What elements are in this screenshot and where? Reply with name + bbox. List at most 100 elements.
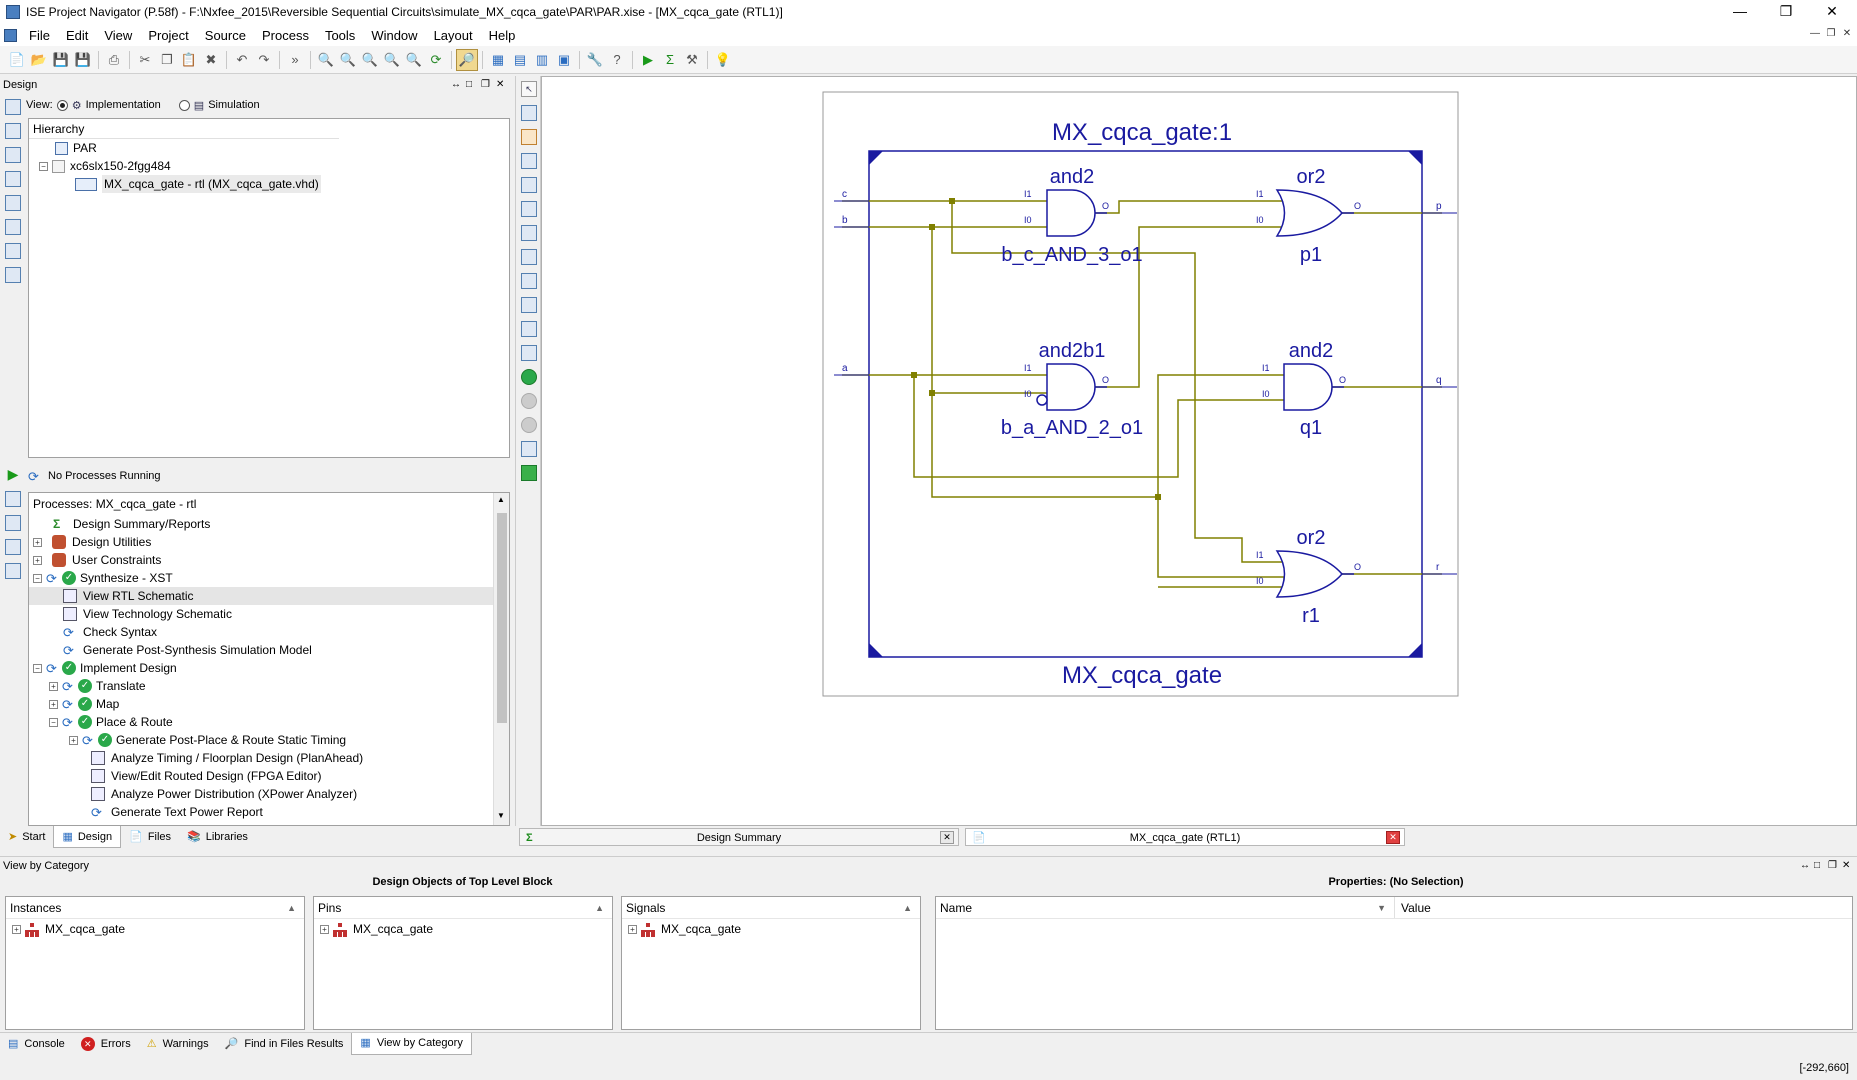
schematic-tool-icon[interactable]	[521, 297, 537, 313]
collapse-icon[interactable]: −	[33, 573, 42, 583]
tile-vertical-icon[interactable]: ▥	[535, 51, 549, 67]
minimize-button[interactable]: —	[1733, 3, 1747, 19]
tab-start[interactable]: ➤Start	[0, 826, 53, 848]
open-source-icon[interactable]	[5, 243, 21, 259]
refresh-icon[interactable]: ⟳	[430, 51, 442, 67]
expand-icon[interactable]: +	[69, 735, 78, 745]
zoom-area-icon[interactable]: 🔍	[383, 51, 401, 67]
export-green-icon[interactable]	[521, 465, 537, 481]
panel-maximize-icon[interactable]: □	[466, 79, 473, 90]
tab-design[interactable]: ▦Design	[53, 826, 122, 848]
properties-table[interactable]: Name▼ Value	[935, 896, 1853, 1030]
zoom-in-icon[interactable]: 🔍	[317, 51, 335, 67]
save-icon[interactable]: 💾	[52, 51, 70, 67]
panel-layout-icon[interactable]	[5, 267, 21, 283]
rerun-all-icon[interactable]	[5, 515, 21, 531]
process-xpower[interactable]: Analyze Power Distribution (XPower Analy…	[29, 785, 509, 803]
collapse-icon[interactable]: −	[33, 663, 42, 673]
run-icon[interactable]: ▶	[643, 51, 653, 67]
mdi-restore-icon[interactable]: ❐	[1826, 28, 1836, 39]
menu-view[interactable]: View	[104, 27, 133, 43]
menu-help[interactable]: Help	[488, 27, 516, 43]
process-implement-design[interactable]: − ⟳ ✓ Implement Design	[29, 659, 509, 677]
cascade-icon[interactable]: ▦	[491, 51, 505, 67]
expand-icon[interactable]: +	[33, 555, 42, 565]
implementation-label[interactable]: Implementation	[85, 99, 161, 111]
tab-warnings[interactable]: ⚠Warnings	[139, 1033, 217, 1055]
history-gray-icon[interactable]	[521, 417, 537, 433]
process-text-power-report[interactable]: ⟳ Generate Text Power Report	[29, 803, 509, 821]
process-design-utilities[interactable]: + Design Utilities	[29, 533, 509, 551]
expand-icon[interactable]: +	[12, 924, 21, 934]
list-item[interactable]: +MX_cqca_gate	[6, 919, 304, 939]
copy-icon[interactable]: ❐	[161, 51, 173, 67]
panel-restore-icon[interactable]: ❐	[481, 79, 490, 90]
paste-icon[interactable]: 📋	[180, 51, 198, 67]
tree-item-device[interactable]: − xc6slx150-2fgg484	[29, 157, 509, 175]
tab-files[interactable]: 📄Files	[121, 826, 179, 848]
scroll-down-icon[interactable]: ▼	[497, 811, 505, 820]
sigma-icon[interactable]: Σ	[665, 52, 675, 67]
simulation-label[interactable]: Simulation	[208, 99, 260, 111]
zoom-select-icon[interactable]: 🔍	[405, 51, 423, 67]
tab-close-icon[interactable]: ✕	[1386, 831, 1400, 844]
name-column-header[interactable]: Name▼	[936, 897, 1395, 918]
stop-icon[interactable]	[5, 539, 21, 555]
panel-float-icon[interactable]: ↔	[451, 79, 461, 90]
schematic-canvas[interactable]: MX_cqca_gate:1 MX_cqca_gate	[541, 76, 1857, 826]
tree-item-top-module[interactable]: MX_cqca_gate - rtl (MX_cqca_gate.vhd)	[29, 175, 509, 193]
expand-icon[interactable]: +	[49, 699, 58, 709]
signals-list[interactable]: Signals▲ +MX_cqca_gate	[621, 896, 921, 1030]
print-icon[interactable]: ⎙	[108, 51, 120, 67]
mdi-close-icon[interactable]: ✕	[1842, 28, 1852, 39]
schematic-tool-icon[interactable]	[521, 273, 537, 289]
push-into-icon[interactable]	[521, 345, 537, 361]
process-static-timing[interactable]: + ⟳ ✓ Generate Post-Place & Route Static…	[29, 731, 509, 749]
sort-down-icon[interactable]: ▼	[1377, 903, 1386, 913]
simulation-radio[interactable]	[178, 99, 190, 111]
find-icon[interactable]: 🔎	[456, 48, 478, 71]
tab-rtl-schematic[interactable]: 📄 MX_cqca_gate (RTL1) ✕	[965, 828, 1405, 846]
process-view-rtl-schematic[interactable]: View RTL Schematic	[29, 587, 509, 605]
tab-view-by-category[interactable]: ▦View by Category	[351, 1032, 472, 1055]
hierarchy-view-icon[interactable]	[5, 171, 21, 187]
menu-project[interactable]: Project	[148, 27, 189, 43]
process-map[interactable]: + ⟳ ✓ Map	[29, 695, 509, 713]
open-icon[interactable]: 📂	[30, 51, 48, 67]
menu-tools[interactable]: Tools	[324, 27, 356, 43]
process-planahead[interactable]: Analyze Timing / Floorplan Design (PlanA…	[29, 749, 509, 767]
expand-icon[interactable]: +	[628, 924, 637, 934]
expand-icon[interactable]: +	[33, 537, 42, 547]
tab-design-summary[interactable]: Σ Design Summary ✕	[519, 828, 959, 846]
sort-up-icon[interactable]: ▲	[595, 903, 604, 913]
pins-list[interactable]: Pins▲ +MX_cqca_gate	[313, 896, 613, 1030]
list-item[interactable]: +MX_cqca_gate	[314, 919, 612, 939]
sort-up-icon[interactable]: ▲	[903, 903, 912, 913]
process-view-tech-schematic[interactable]: View Technology Schematic	[29, 605, 509, 623]
process-design-summary[interactable]: Σ Design Summary/Reports	[29, 515, 509, 533]
lightbulb-icon[interactable]: 💡	[714, 51, 732, 67]
implementation-radio[interactable]	[56, 99, 68, 111]
settings-wrench-icon[interactable]: 🔧	[586, 51, 604, 67]
schematic-tool-icon[interactable]	[521, 177, 537, 193]
panel-restore-icon[interactable]: ❐	[1828, 860, 1837, 871]
instances-list[interactable]: Instances▲ +MX_cqca_gate	[5, 896, 305, 1030]
add-elements-icon[interactable]	[521, 105, 537, 121]
menu-layout[interactable]: Layout	[433, 27, 473, 43]
mdi-minimize-icon[interactable]: —	[1810, 28, 1820, 39]
process-user-constraints[interactable]: + User Constraints	[29, 551, 509, 569]
tab-find-in-files[interactable]: 🔎Find in Files Results	[217, 1033, 352, 1055]
process-properties-icon[interactable]	[5, 563, 21, 579]
forward-gray-icon[interactable]	[521, 393, 537, 409]
process-translate[interactable]: + ⟳ ✓ Translate	[29, 677, 509, 695]
text-tool-icon[interactable]	[521, 321, 537, 337]
tree-item-project[interactable]: PAR	[29, 139, 509, 157]
processes-scrollbar[interactable]: ▲ ▼	[493, 493, 509, 825]
collapse-icon[interactable]: −	[39, 161, 48, 171]
tools-icon[interactable]: ⚒	[686, 51, 698, 67]
process-check-syntax[interactable]: ⟳ Check Syntax	[29, 623, 509, 641]
close-button[interactable]: ✕	[1826, 3, 1838, 19]
menu-process[interactable]: Process	[261, 27, 309, 43]
panel-maximize-icon[interactable]: □	[1814, 860, 1821, 871]
list-item[interactable]: +MX_cqca_gate	[622, 919, 920, 939]
